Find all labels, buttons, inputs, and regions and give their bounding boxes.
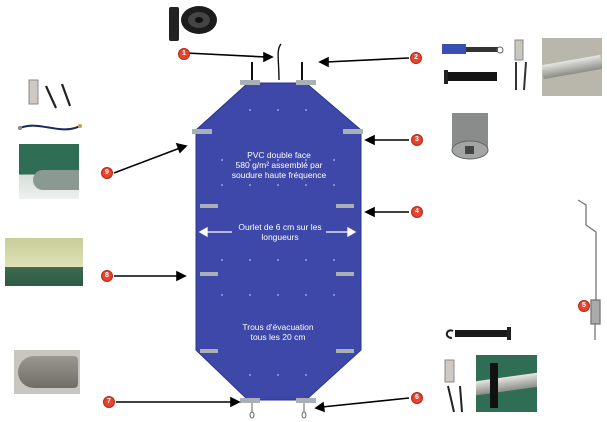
frame-strap-shape: [476, 372, 537, 396]
bottom-straps: [240, 398, 316, 403]
photo-frame-strap: [476, 355, 537, 412]
callout-badge-5: 5: [578, 300, 590, 312]
callout-badge-1: 1: [178, 48, 190, 60]
photo-frame-bar: [542, 38, 602, 96]
tube-cap-shape: [18, 356, 78, 388]
ratchet-tensioner-icon: [442, 44, 504, 84]
top-posts: [251, 43, 303, 81]
callout-arrows: [113, 51, 410, 413]
tube-end-icon: [451, 113, 489, 160]
drain-description: Trous d'évacuation tous les 20 cm: [242, 322, 314, 342]
anchor-screws-icon: [444, 359, 463, 413]
side-straps: [200, 204, 354, 353]
hook-strap-icon: [445, 327, 511, 340]
hem-description: Ourlet de 6 cm sur les longueurs: [238, 222, 322, 242]
photo-hem-edge: [5, 238, 83, 286]
callout-badge-9: 9: [101, 167, 113, 179]
frame-bar-shape: [542, 54, 602, 80]
drain-dots: [221, 109, 335, 376]
elastic-cable-icon: [18, 124, 82, 131]
callout-badge-6: 6: [411, 392, 423, 404]
anchor-bracket-icon: [514, 39, 527, 91]
callout-badge-4: 4: [411, 206, 423, 218]
bracket-screws-icon: [28, 79, 72, 109]
bottom-hooks: [249, 403, 307, 419]
callout-badge-7: 7: [103, 396, 115, 408]
top-straps: [192, 80, 363, 134]
callout-badge-2: 2: [410, 52, 422, 64]
strap-roll-icon: [169, 6, 217, 41]
callout-badge-3: 3: [411, 134, 423, 146]
winding-crank-icon: [577, 199, 601, 340]
strap-band: [490, 363, 498, 408]
photo-tube-cap: [14, 350, 80, 394]
hem-arrows: [198, 226, 357, 238]
callout-badge-8: 8: [101, 270, 113, 282]
photo-green-tube: [19, 144, 79, 199]
material-description: PVC double face 580 g/m² assemblé par so…: [231, 150, 327, 180]
tube-shape: [33, 170, 79, 190]
